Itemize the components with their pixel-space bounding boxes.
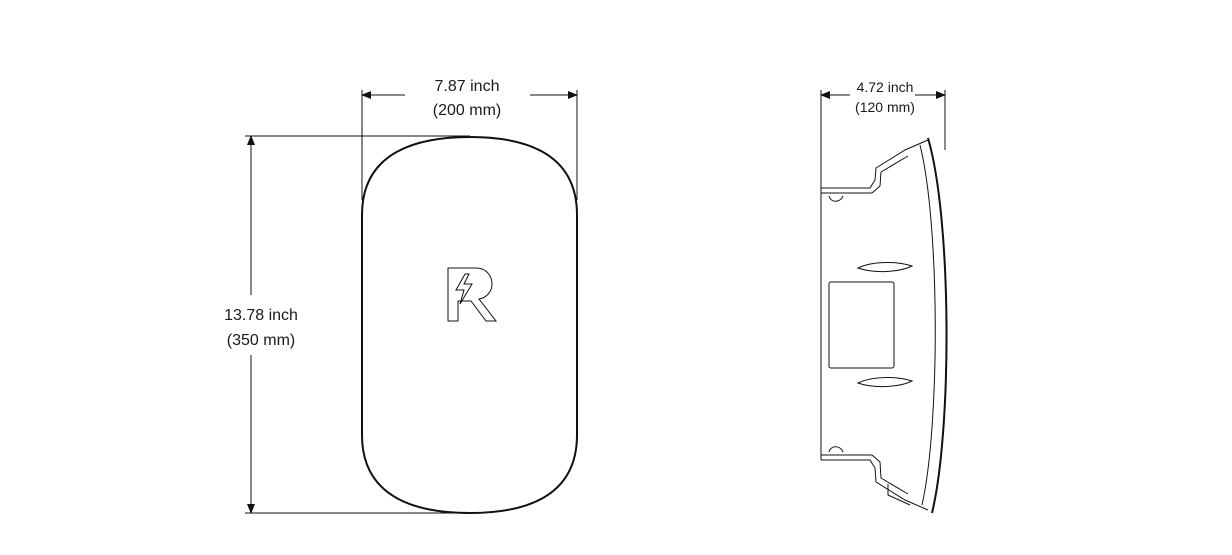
front-cover-outer: [927, 137, 948, 514]
top-bracket: [821, 139, 929, 189]
height-inch-label: 13.78 inch: [224, 307, 298, 324]
vent-slot-top: [856, 262, 914, 273]
width-mm-label: (200 mm): [433, 102, 501, 119]
bottom-bracket: [821, 459, 929, 511]
lightning-bolt-icon: [455, 273, 473, 305]
width-inch-label: 7.87 inch: [435, 78, 500, 95]
bottom-bracket-inner: [821, 454, 909, 495]
depth-inch-label: 4.72 inch: [857, 79, 914, 95]
side-view: 4.72 inch (120 mm): [820, 79, 948, 514]
bottom-foot: [887, 484, 911, 506]
connector-window: [828, 281, 895, 369]
depth-mm-label: (120 mm): [855, 99, 915, 115]
front-view: 7.87 inch (200 mm) 13.78 inch (350 mm): [224, 78, 578, 515]
bottom-hook: [828, 446, 844, 453]
front-body-outline: [361, 135, 578, 515]
front-cover-inner: [919, 144, 936, 506]
height-mm-label: (350 mm): [227, 332, 295, 349]
vent-slot-bottom: [856, 377, 914, 388]
top-bracket-inner: [821, 155, 909, 194]
logo: [447, 267, 498, 322]
logo-letter-r: [447, 267, 498, 322]
top-hook: [828, 195, 844, 202]
